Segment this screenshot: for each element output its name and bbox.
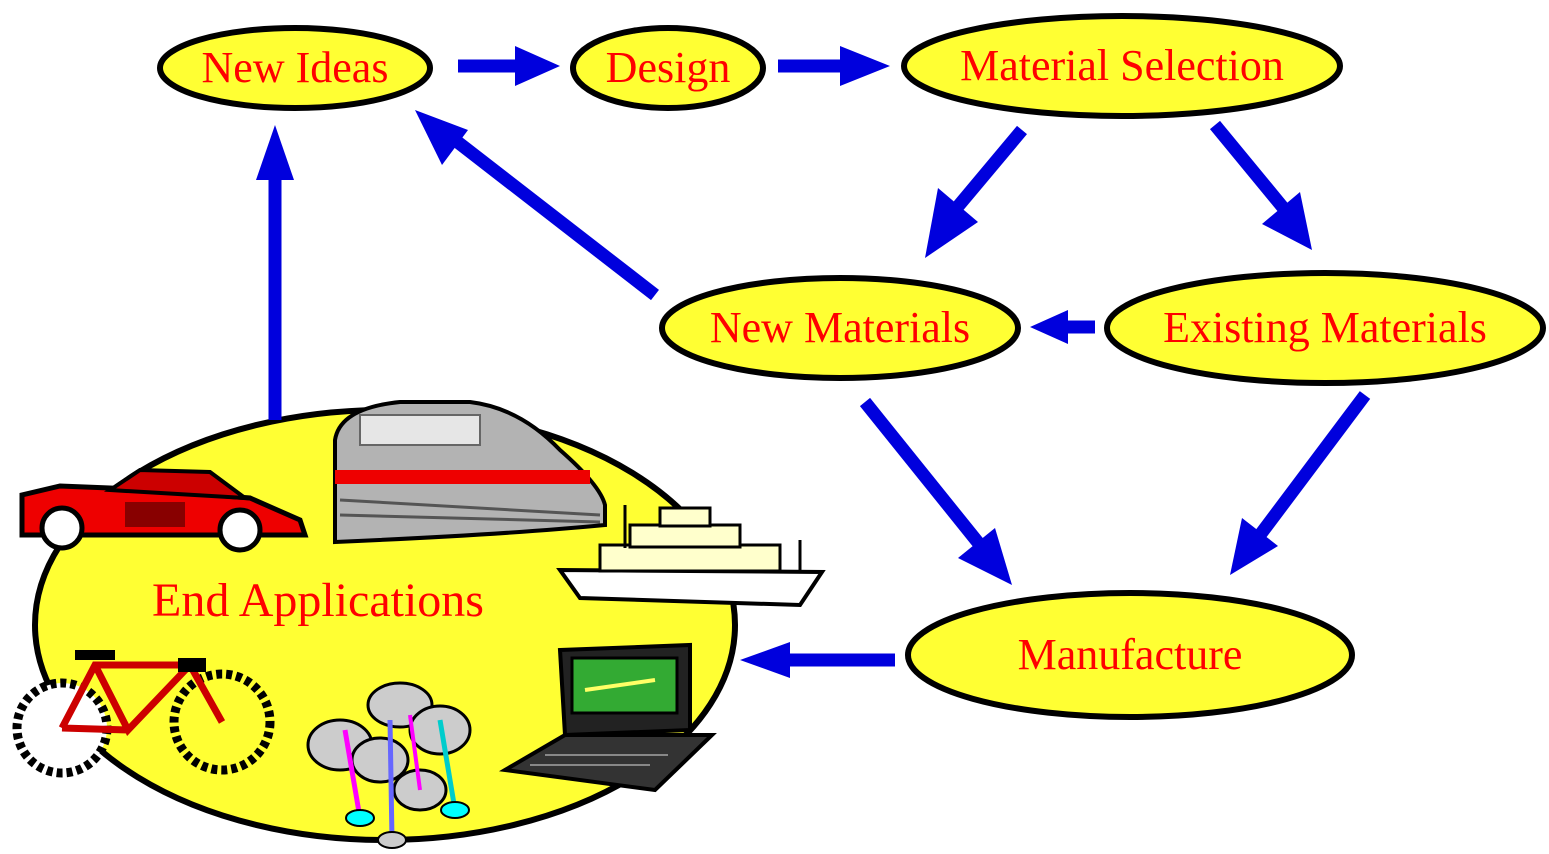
node-label-material-selection: Material Selection [960, 41, 1284, 90]
arrows [256, 46, 1371, 678]
arrow-manufacture-to-end-applications [740, 642, 895, 678]
ship-icon [556, 505, 826, 608]
arrow-material-selection-to-existing-materials [1209, 120, 1312, 250]
node-label-manufacture: Manufacture [1018, 630, 1243, 679]
node-manufacture: Manufacture [905, 590, 1355, 720]
node-material-selection: Material Selection [901, 13, 1343, 119]
arrow-end-applications-to-new-ideas [256, 125, 294, 420]
arrow-new-ideas-to-design [458, 46, 560, 86]
train-icon [333, 400, 607, 545]
node-label-design: Design [606, 43, 731, 92]
arrow-existing-to-new-materials [1030, 310, 1095, 344]
node-label-new-materials: New Materials [710, 303, 970, 352]
arrow-design-to-material-selection [778, 46, 890, 86]
golf-clubs-icon [306, 681, 472, 849]
node-new-materials: New Materials [659, 275, 1021, 381]
node-design: Design [570, 25, 766, 111]
arrow-existing-materials-to-manufacture [1230, 391, 1371, 575]
laptop-icon [498, 642, 717, 793]
node-label-new-ideas: New Ideas [202, 43, 389, 92]
node-label-existing-materials: Existing Materials [1163, 303, 1487, 352]
node-label-end-applications: End Applications [152, 574, 484, 627]
bicycle-icon [12, 650, 275, 778]
arrow-new-materials-to-new-ideas [415, 110, 659, 301]
arrow-new-materials-to-manufacture [859, 397, 1012, 585]
car-icon [19, 467, 309, 553]
node-existing-materials: Existing Materials [1104, 270, 1546, 386]
node-new-ideas: New Ideas [157, 25, 433, 111]
arrow-material-selection-to-new-materials [925, 125, 1027, 258]
